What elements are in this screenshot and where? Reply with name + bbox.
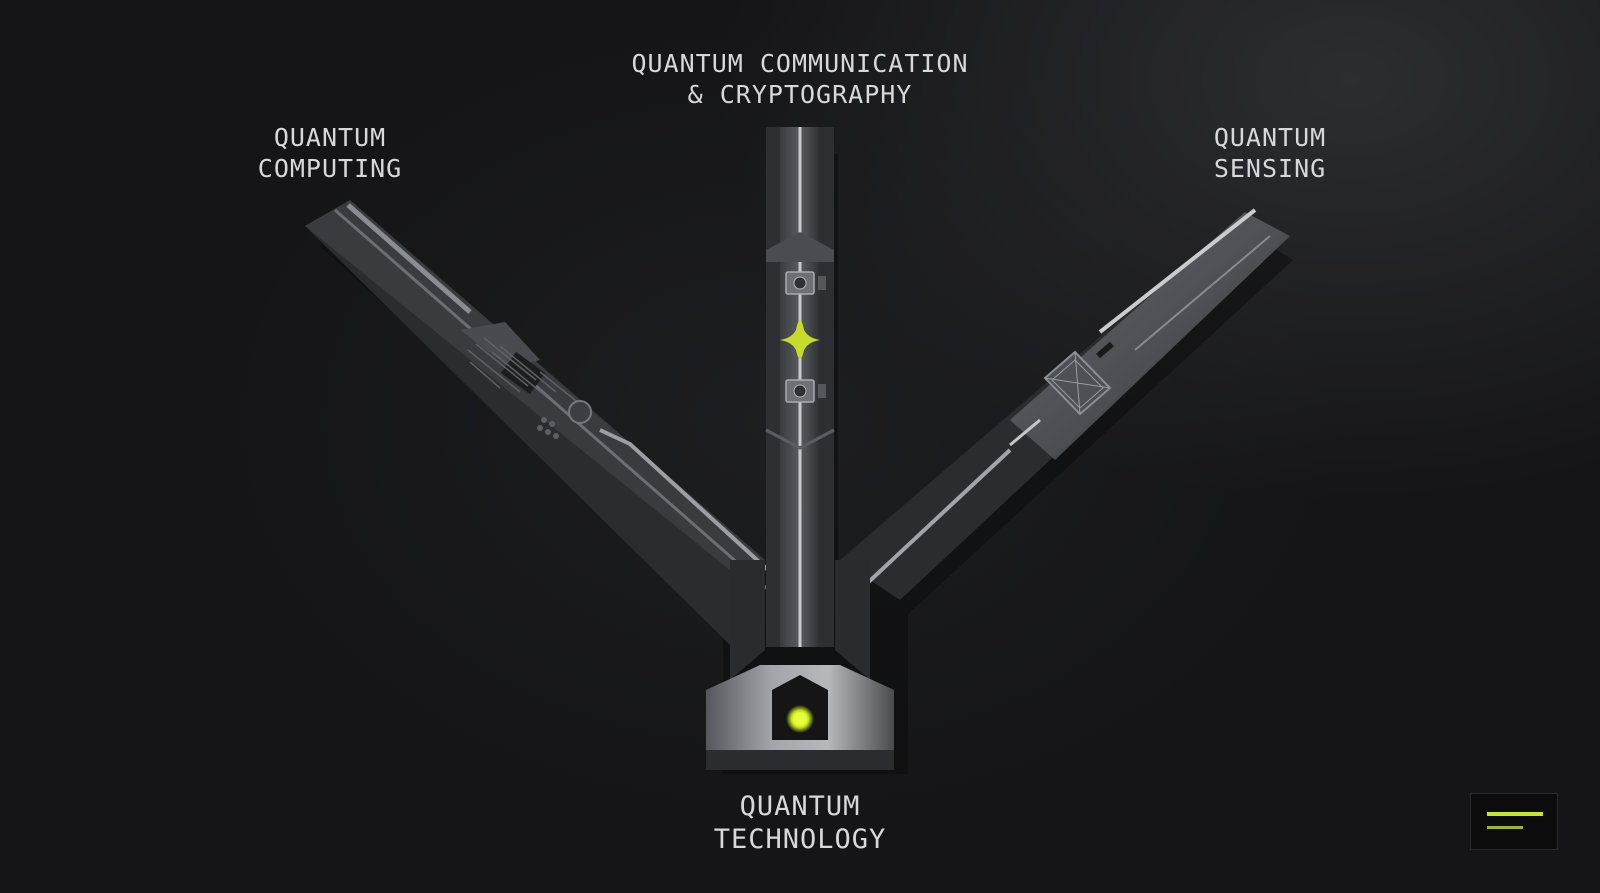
photon-pulse-icon xyxy=(780,320,820,359)
label-quantum-communication: QUANTUM COMMUNICATION & CRYPTOGRAPHY xyxy=(580,48,1020,110)
label-sensing-line2: SENSING xyxy=(1213,154,1327,183)
label-technology-line2: TECHNOLOGY xyxy=(713,824,887,855)
label-quantum-sensing: QUANTUM SENSING xyxy=(1160,122,1380,184)
optical-component-top xyxy=(785,271,826,295)
hamburger-menu-icon[interactable] xyxy=(1470,793,1558,850)
label-technology-line1: QUANTUM xyxy=(739,791,861,822)
label-computing-line2: COMPUTING xyxy=(257,154,403,183)
computing-arm xyxy=(305,200,792,650)
communication-arm xyxy=(765,127,835,647)
sensing-arm xyxy=(840,208,1290,600)
label-quantum-technology: QUANTUM TECHNOLOGY xyxy=(680,790,920,856)
label-sensing-line1: QUANTUM xyxy=(1213,123,1327,152)
sensor-grid-icon xyxy=(1043,350,1112,416)
menu-bar-top xyxy=(1487,812,1543,816)
optical-component-bottom xyxy=(785,379,826,403)
label-computing-line1: QUANTUM xyxy=(273,123,387,152)
label-communication-line2: & CRYPTOGRAPHY xyxy=(687,80,913,109)
menu-bar-bottom xyxy=(1487,826,1523,829)
technology-base xyxy=(706,560,894,770)
label-communication-line1: QUANTUM COMMUNICATION xyxy=(631,49,969,78)
label-quantum-computing: QUANTUM COMPUTING xyxy=(220,122,440,184)
microchip-icon xyxy=(467,337,592,439)
